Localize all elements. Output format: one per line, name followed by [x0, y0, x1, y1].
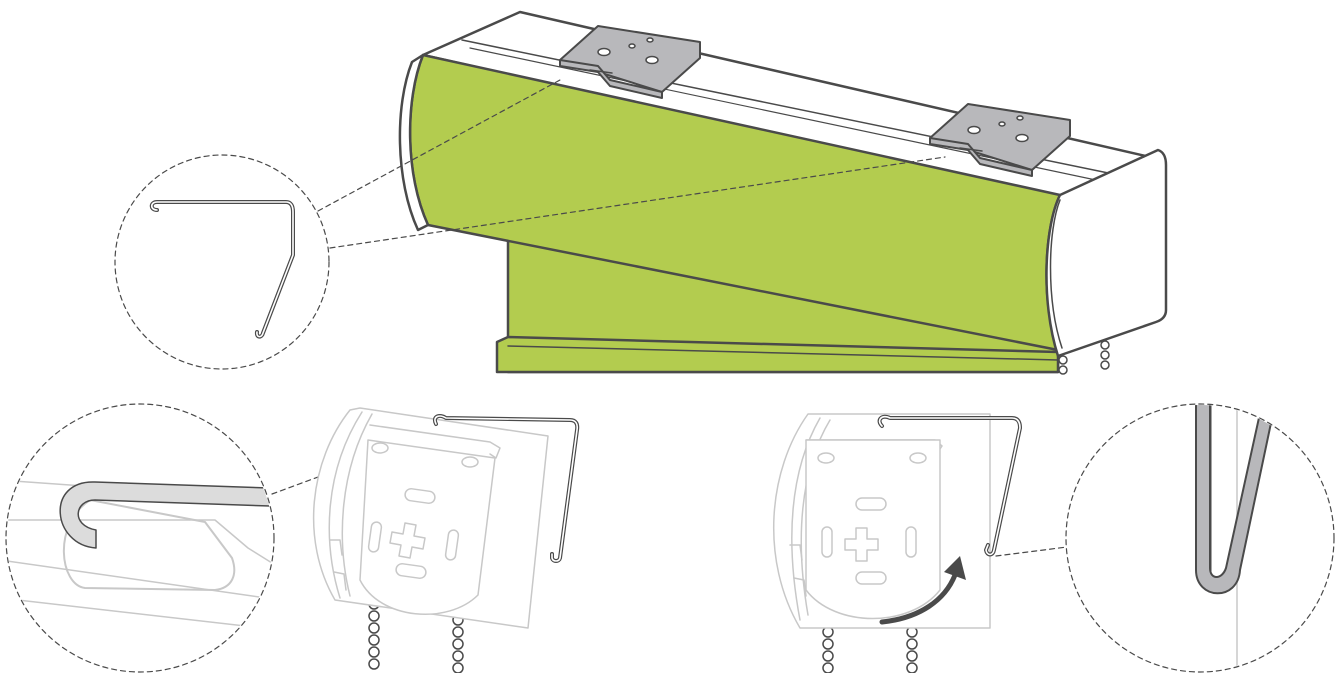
hook-curl: [59, 481, 271, 549]
leader-line: [329, 156, 946, 249]
mounting-bracket-left: [559, 25, 701, 99]
clip-hook-closeup: [5, 403, 441, 673]
chain-bead: [906, 638, 918, 650]
leader-line: [317, 79, 561, 212]
rotate-arrow: [879, 572, 958, 625]
chain-bead: [1100, 360, 1110, 370]
ball-chain-top: [1058, 340, 1110, 375]
end-bracket-left: [312, 407, 580, 673]
chain-bead: [452, 650, 464, 662]
chain-bead: [822, 638, 834, 650]
chain-bead: [368, 622, 380, 634]
left-end-cap: [398, 53, 430, 232]
right-end-cap: [1045, 148, 1168, 358]
zoom-circle-hook: [5, 403, 275, 673]
mounting-bracket-right: [929, 103, 1071, 177]
bottom-rail: [495, 335, 1060, 374]
chain-bead: [452, 662, 464, 673]
chain-bead: [822, 650, 834, 662]
chain-bead: [368, 610, 380, 622]
chain-bead: [1100, 350, 1110, 360]
wire-hook-end: [1195, 405, 1276, 595]
leader-line: [995, 545, 1076, 557]
chain-bead: [452, 626, 464, 638]
cassette-overview: [114, 10, 1168, 375]
zoom-circle-clip: [114, 154, 330, 370]
chain-bead: [452, 638, 464, 650]
chain-bead: [1100, 340, 1110, 350]
chain-bead: [368, 658, 380, 670]
chain-bead: [368, 634, 380, 646]
chain-bead: [906, 650, 918, 662]
chain-bead: [822, 662, 834, 673]
clip-engaged-rotate: [772, 403, 1335, 673]
chain-bead: [1058, 355, 1068, 365]
rotate-arrow-head: [944, 556, 966, 580]
chain-bead: [368, 646, 380, 658]
chain-bead: [1058, 365, 1068, 375]
chain-bead: [906, 662, 918, 673]
